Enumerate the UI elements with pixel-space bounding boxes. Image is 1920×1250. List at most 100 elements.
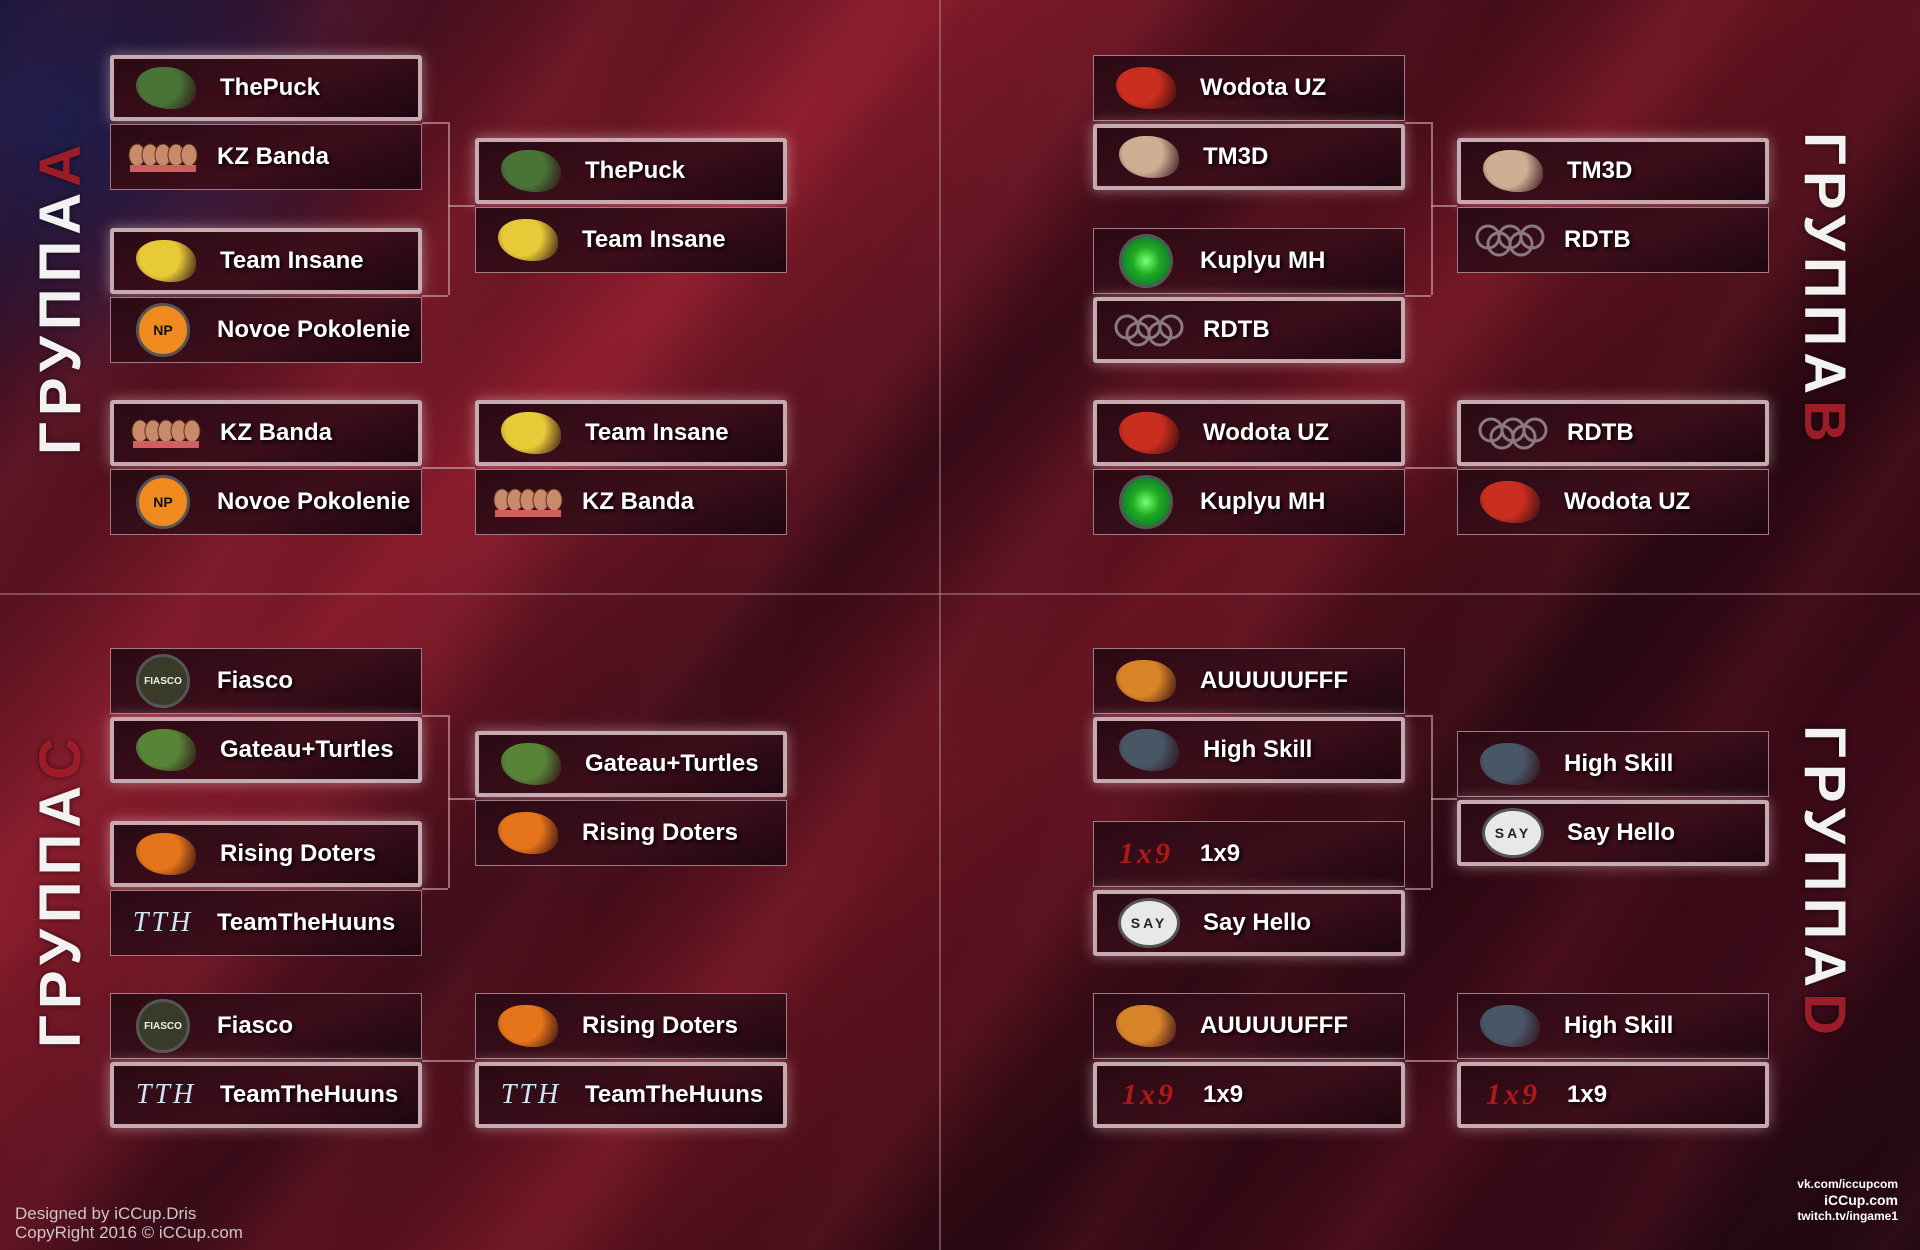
team-slot[interactable]: High Skill [1093,717,1405,783]
team-name: Gateau+Turtles [585,750,759,777]
group-letter: B [1792,400,1857,449]
fiasco-logo-icon: FIASCO [123,654,203,708]
credits: Designed by iCCup.Dris CopyRight 2016 © … [15,1204,243,1242]
team-slot[interactable]: SAY Say Hello [1457,800,1769,866]
team-name: Fiasco [217,1012,294,1039]
team-name: Gateau+Turtles [220,736,394,763]
team-slot[interactable]: Gateau+Turtles [475,731,787,797]
team-slot[interactable]: ThePuck [475,138,787,204]
rings-icon [1470,214,1550,266]
vk-link[interactable]: vk.com/iccupcom [1797,1177,1898,1191]
team-name: TeamTheHuuns [217,909,396,936]
team-slot[interactable]: TM3D [1457,138,1769,204]
radar-icon [1106,234,1186,288]
team-name: 1x9 [1203,1081,1244,1108]
team-slot[interactable]: Rising Doters [475,800,787,866]
say-logo-icon: SAY [1109,897,1189,949]
connector-line [422,1060,475,1062]
team-name: TM3D [1567,157,1633,184]
phoenix-icon [488,807,568,859]
team-slot[interactable]: Team Insane [475,207,787,273]
tiger-icon [1106,1000,1186,1052]
group-label: ГРУППАC [27,732,94,1048]
team-slot[interactable]: KZ Banda [475,469,787,535]
team-slot[interactable]: TM3D [1093,124,1405,190]
team-name: Wodota UZ [1200,74,1327,101]
connector-line [1405,1060,1457,1062]
team-slot[interactable]: RDTB [1093,297,1405,363]
np-logo-icon: NP [123,303,203,357]
devil-icon [1109,407,1189,459]
team-name: Say Hello [1567,819,1676,846]
team-slot[interactable]: High Skill [1457,993,1769,1059]
team-name: Kuplyu MH [1200,247,1326,274]
team-name: Say Hello [1203,909,1312,936]
connector-line [1405,715,1431,717]
team-name: KZ Banda [220,419,333,446]
team-name: RDTB [1203,316,1270,343]
team-name: High Skill [1564,750,1674,777]
team-name: KZ Banda [217,143,330,170]
vertical-divider [939,0,941,1250]
team-slot[interactable]: KZ Banda [110,124,422,190]
dragon-icon [126,62,206,114]
team-slot[interactable]: KZ Banda [110,400,422,466]
team-slot[interactable]: AUUUUUFFF [1093,993,1405,1059]
team-name: Team Insane [582,226,726,253]
team-slot[interactable]: Wodota UZ [1457,469,1769,535]
team-slot[interactable]: Rising Doters [475,993,787,1059]
team-slot[interactable]: ThePuck [110,55,422,121]
team-slot[interactable]: High Skill [1457,731,1769,797]
team-name: KZ Banda [582,488,695,515]
connector-line [422,715,448,717]
group-label: ГРУППАD [1791,725,1858,1041]
say-logo-icon: SAY [1473,807,1553,859]
group-letter: D [1792,993,1857,1042]
team-name: Novoe Pokolenie [217,316,411,343]
team-slot[interactable]: SAY Say Hello [1093,890,1405,956]
team-slot[interactable]: Team Insane [475,400,787,466]
copyright: CopyRight 2016 © iCCup.com [15,1223,243,1242]
team-slot[interactable]: Wodota UZ [1093,400,1405,466]
connector-line [422,888,448,890]
site-link[interactable]: iCCup.com [1824,1192,1898,1208]
team-slot[interactable]: RDTB [1457,400,1769,466]
group-letter: C [28,731,93,780]
team-slot[interactable]: RDTB [1457,207,1769,273]
dragon-icon [491,145,571,197]
team-slot[interactable]: Rising Doters [110,821,422,887]
group-word: ГРУППА [1792,725,1857,994]
team-slot[interactable]: NP Novoe Pokolenie [110,297,422,363]
twitch-link[interactable]: twitch.tv/ingame1 [1797,1209,1898,1223]
team-slot[interactable]: Kuplyu MH [1093,469,1405,535]
horizontal-divider [0,593,1920,595]
tth-logo-icon: TTH [500,1079,562,1110]
group-word: ГРУППА [28,186,93,455]
connector-line [1405,122,1431,124]
team-name: High Skill [1564,1012,1674,1039]
connector-line [1405,295,1431,297]
connector-line [1405,467,1457,469]
group-letter: A [28,138,93,187]
radar-icon [1106,475,1186,529]
team-slot[interactable]: Team Insane [110,228,422,294]
team-slot[interactable]: Gateau+Turtles [110,717,422,783]
team-slot[interactable]: AUUUUUFFF [1093,648,1405,714]
team-slot[interactable]: Kuplyu MH [1093,228,1405,294]
connector-line [448,715,450,888]
tm3d-logo-icon [1473,145,1553,197]
faces-icon [126,407,206,459]
connector-line [1431,798,1457,800]
connector-line [1431,205,1457,207]
phoenix-icon [126,828,206,880]
team-slot[interactable]: Wodota UZ [1093,55,1405,121]
